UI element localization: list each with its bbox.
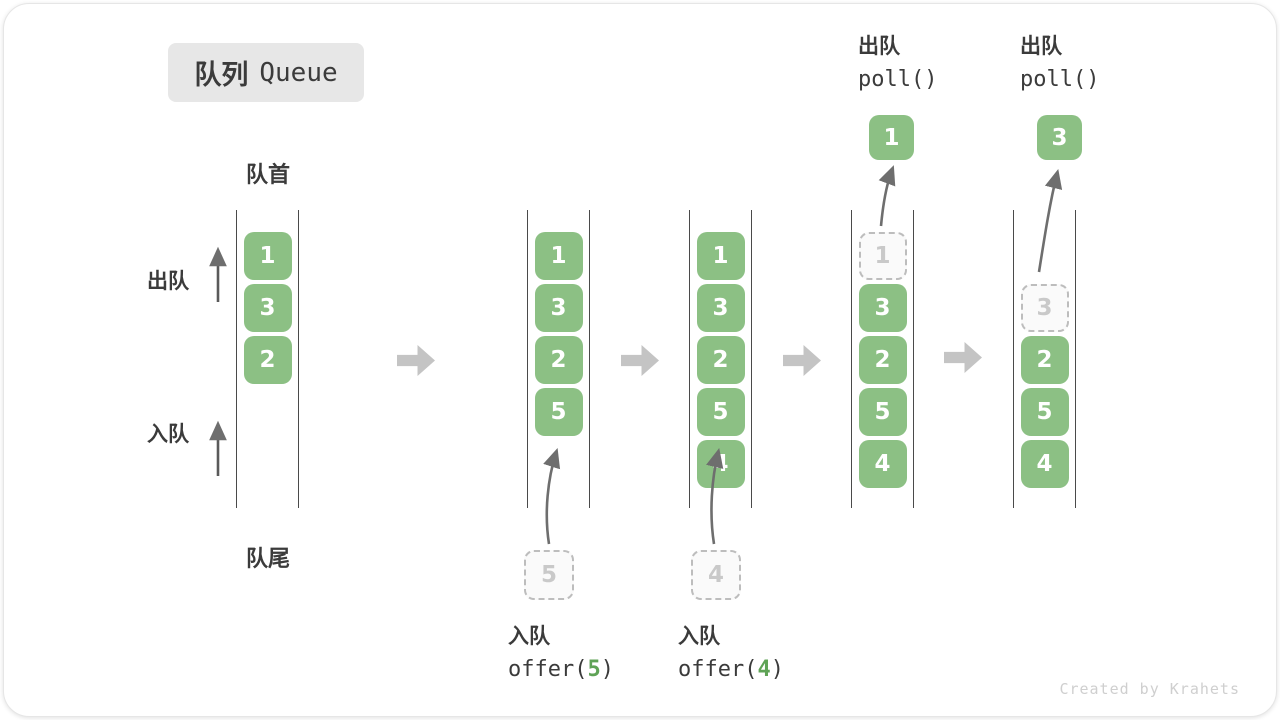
queue-state-4: 1 3 2 5 4 [851, 210, 914, 508]
queue-item: 1 [534, 232, 583, 280]
queue-item: 2 [243, 336, 292, 384]
label-enqueue-direction: 入队 [147, 422, 189, 446]
watermark: Created by Krahets [1059, 680, 1240, 698]
queue-state-1: 1 3 2 [236, 210, 299, 508]
incoming-value-box: 5 [524, 550, 574, 600]
polled-value-box: 1 [869, 115, 914, 160]
queue-item: 5 [858, 388, 907, 436]
queue-item: 2 [1020, 336, 1069, 384]
code-fn: offer( [678, 657, 758, 682]
title-chip: 队列 Queue [168, 43, 364, 102]
label-dequeue-direction: 出队 [147, 269, 189, 293]
queue-item: 5 [696, 388, 745, 436]
queue-item: 2 [696, 336, 745, 384]
queue-state-2: 1 3 2 5 [527, 210, 590, 508]
dequeue-op-label-1: 出队 poll() [858, 30, 937, 92]
queue-state-5: 3 2 5 4 [1013, 210, 1076, 508]
queue-item-removed: 3 [1020, 284, 1069, 332]
queue-item: 1 [243, 232, 292, 280]
dequeue-op-zh: 出队 [1020, 34, 1062, 58]
queue-item: 2 [858, 336, 907, 384]
code-arg: 5 [587, 657, 601, 682]
polled-value-box: 3 [1037, 115, 1082, 160]
queue-item: 3 [858, 284, 907, 332]
dequeue-op-code: poll() [858, 67, 938, 92]
enqueue-op-zh: 入队 [678, 624, 720, 648]
enqueue-op-label-2: 入队 offer(4) [678, 620, 784, 682]
enqueue-op-zh: 入队 [508, 624, 550, 648]
label-queue-rear: 队尾 [245, 547, 290, 572]
dequeue-op-label-2: 出队 poll() [1020, 30, 1099, 92]
queue-item-removed: 1 [858, 232, 907, 280]
enqueue-op-code: offer(4) [678, 657, 784, 682]
queue-item: 4 [1020, 440, 1069, 488]
code-fn: offer( [508, 657, 588, 682]
queue-item: 2 [534, 336, 583, 384]
queue-item: 1 [696, 232, 745, 280]
queue-item: 3 [696, 284, 745, 332]
enqueue-op-label-1: 入队 offer(5) [508, 620, 614, 682]
title-zh: 队列 [194, 60, 249, 91]
queue-state-3: 1 3 2 5 4 [689, 210, 752, 508]
queue-item: 4 [858, 440, 907, 488]
code-close: ) [770, 657, 784, 682]
queue-item: 5 [534, 388, 583, 436]
label-queue-front: 队首 [245, 163, 290, 188]
incoming-value-box: 4 [691, 550, 741, 600]
enqueue-op-code: offer(5) [508, 657, 614, 682]
queue-item: 5 [1020, 388, 1069, 436]
code-close: ) [600, 657, 614, 682]
queue-item: 3 [534, 284, 583, 332]
title-en: Queue [259, 57, 338, 88]
dequeue-op-code: poll() [1020, 67, 1100, 92]
queue-item: 4 [696, 440, 745, 488]
queue-item: 3 [243, 284, 292, 332]
dequeue-op-zh: 出队 [858, 34, 900, 58]
code-arg: 4 [757, 657, 771, 682]
